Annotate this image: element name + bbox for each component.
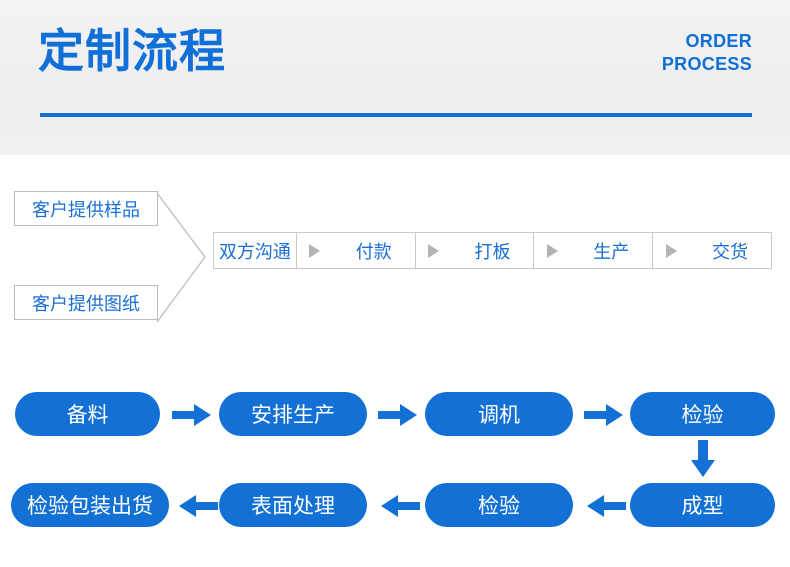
page-subtitle-line1: ORDER — [685, 31, 752, 51]
production-step-jianyan-1[interactable]: 检验 — [630, 392, 775, 436]
step-separator-triangle-right-icon — [652, 233, 689, 268]
page-subtitle: ORDER PROCESS — [662, 30, 752, 75]
production-step-jianyan-2[interactable]: 检验 — [425, 483, 573, 527]
page-header: 定制流程 ORDER PROCESS — [0, 0, 790, 155]
production-step-biaomianchuli[interactable]: 表面处理 — [219, 483, 367, 527]
arrow-left-icon — [178, 494, 218, 518]
arrow-left-icon — [586, 494, 626, 518]
arrow-right-icon — [378, 403, 418, 427]
step-separator-triangle-right-icon — [295, 233, 333, 268]
step-separator-triangle-right-icon — [414, 233, 452, 268]
production-step-tiaoji[interactable]: 调机 — [425, 392, 573, 436]
chevron-right-connector-icon — [155, 185, 215, 330]
arrow-right-icon — [172, 403, 212, 427]
arrow-left-icon — [380, 494, 420, 518]
order-flow-section: 客户提供样品 客户提供图纸 双方沟通 付款 打板 生产 交货 — [0, 155, 790, 355]
arrow-down-icon — [690, 440, 716, 478]
production-step-jianyanbaozhuangchuhuo[interactable]: 检验包装出货 — [11, 483, 169, 527]
order-step-3[interactable]: 生产 — [593, 241, 630, 262]
production-flow-section: 备料 安排生产 调机 检验 检验包装出货 表面处理 检验 — [0, 370, 790, 545]
step-separator-triangle-right-icon — [533, 233, 570, 268]
production-step-anpaishengchan[interactable]: 安排生产 — [219, 392, 367, 436]
source-box-sample[interactable]: 客户提供样品 — [14, 191, 158, 226]
production-step-chengxing[interactable]: 成型 — [630, 483, 775, 527]
order-step-4[interactable]: 交货 — [712, 241, 749, 262]
order-steps-bar: 双方沟通 付款 打板 生产 交货 — [213, 232, 772, 269]
order-step-0[interactable]: 双方沟通 — [218, 241, 291, 262]
arrow-right-icon — [584, 403, 624, 427]
order-step-2[interactable]: 打板 — [474, 241, 511, 262]
source-box-drawing[interactable]: 客户提供图纸 — [14, 285, 158, 320]
header-divider — [40, 113, 752, 117]
page-title: 定制流程 — [38, 25, 226, 77]
page-subtitle-line2: PROCESS — [661, 53, 752, 74]
production-step-beiliao[interactable]: 备料 — [15, 392, 160, 436]
order-step-1[interactable]: 付款 — [355, 241, 392, 262]
